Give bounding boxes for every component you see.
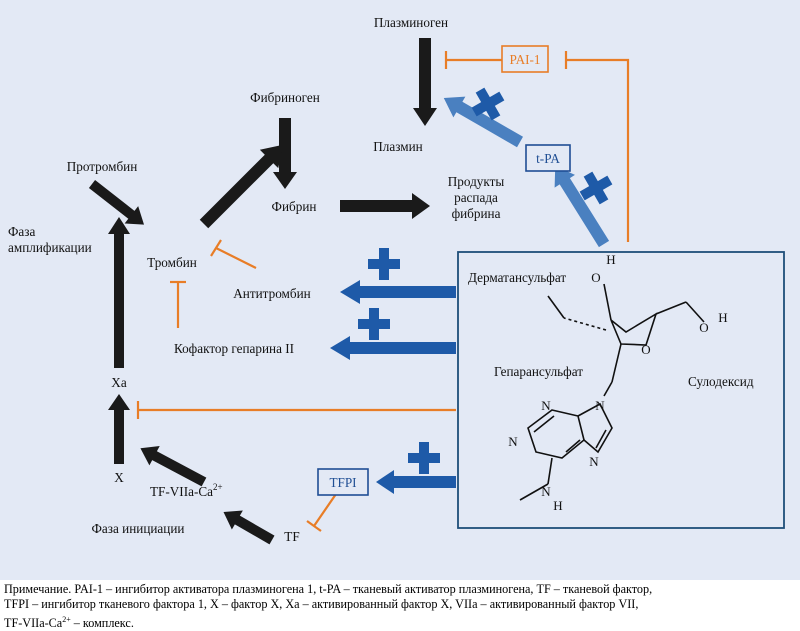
arrow-x-xa bbox=[108, 394, 130, 464]
blue-arrows bbox=[330, 280, 456, 494]
footnote-line-1: Примечание. PAI-1 – ингибитор активатора… bbox=[4, 582, 653, 596]
diagram-svg: PAI-1 t-PA TFPI bbox=[8, 15, 785, 545]
arrow-plasminogen-plasmin bbox=[413, 38, 437, 126]
antithrombin-label: Антитромбин bbox=[233, 286, 310, 301]
atom-n-amine: N bbox=[541, 484, 551, 499]
sulodexide-label: Сулодексид bbox=[688, 374, 754, 389]
prothrombin-label: Протромбин bbox=[67, 159, 138, 174]
atom-o-ring: O bbox=[641, 342, 650, 357]
plus-icon bbox=[471, 87, 505, 121]
orange-inhibitors bbox=[136, 51, 630, 532]
tf-complex-label: TF-VIIa-Ca2+ bbox=[150, 482, 223, 499]
tfpi-label: TFPI bbox=[329, 475, 356, 490]
atom-n1: N bbox=[541, 398, 551, 413]
pai1-box bbox=[501, 45, 549, 73]
atom-h-right: H bbox=[718, 310, 727, 325]
atom-h-amine: H bbox=[553, 498, 562, 513]
plus-icon bbox=[579, 171, 613, 205]
fibrinogen-label: Фибриноген bbox=[250, 90, 320, 105]
arrow-xa-thrombin bbox=[108, 217, 130, 368]
plus-icon bbox=[408, 442, 440, 474]
black-arrows bbox=[88, 38, 437, 545]
x-label: X bbox=[114, 470, 124, 485]
arrow-sulodexide-cofactor bbox=[330, 336, 456, 360]
heparin-cofactor-label: Кофактор гепарина II bbox=[174, 341, 294, 356]
coagulation-diagram: PAI-1 t-PA TFPI bbox=[0, 0, 800, 580]
atom-n3: N bbox=[508, 434, 518, 449]
fibrin-label: Фибрин bbox=[272, 199, 317, 214]
fdp-label-3: фибрина bbox=[452, 206, 501, 221]
footnote-line-2: TFPI – ингибитор тканевого фактора 1, X … bbox=[4, 597, 639, 611]
xa-label: Xa bbox=[111, 375, 127, 390]
dermatan-label: Дерматансульфат bbox=[468, 270, 566, 285]
atom-h-top: H bbox=[606, 252, 615, 267]
atom-o-top: O bbox=[591, 270, 600, 285]
arrow-sulodexide-tpa bbox=[554, 165, 610, 248]
arrow-prothrombin-thrombin bbox=[88, 180, 145, 225]
initiation-label: Фаза инициации bbox=[92, 521, 185, 536]
tfpi-box bbox=[317, 468, 369, 496]
tpa-box bbox=[525, 144, 571, 172]
arrow-tpa-plasmin bbox=[443, 96, 523, 148]
arrow-tfcomplex-x bbox=[140, 445, 207, 487]
arrow-sulodexide-tfpi bbox=[376, 470, 456, 494]
molecule-structure bbox=[519, 283, 705, 501]
footnote-line-3: TF-VIIa-Ca2+ – комплекс. bbox=[4, 615, 134, 631]
atom-n7: N bbox=[589, 454, 599, 469]
inhibit-antithrombin-thrombin bbox=[215, 247, 257, 269]
arrow-sulodexide-antithrombin bbox=[340, 280, 456, 304]
plus-icon bbox=[358, 308, 390, 340]
plasmin-label: Плазмин bbox=[373, 139, 422, 154]
fdp-label-2: распада bbox=[454, 190, 498, 205]
pai1-label: PAI-1 bbox=[509, 52, 540, 67]
tpa-arrows bbox=[443, 96, 610, 248]
arrow-fibrin-fdp bbox=[340, 193, 430, 219]
amplification-label-2: амплификации bbox=[8, 240, 92, 255]
heparan-label: Гепарансульфат bbox=[494, 364, 583, 379]
thrombin-label: Тромбин bbox=[147, 255, 197, 270]
atom-n9: N bbox=[595, 398, 605, 413]
arrow-tf-initiation bbox=[223, 510, 275, 545]
plus-icon bbox=[368, 248, 400, 280]
plasminogen-label: Плазминоген bbox=[374, 15, 448, 30]
atom-o-right: O bbox=[699, 320, 708, 335]
arrow-thrombin-fibrinogen bbox=[199, 144, 284, 229]
tf-label: TF bbox=[284, 529, 299, 544]
inhibit-tfpi-tf bbox=[313, 493, 337, 527]
sulodexide-box bbox=[457, 251, 785, 529]
tpa-label: t-PA bbox=[536, 151, 560, 166]
fdp-label-1: Продукты bbox=[448, 174, 505, 189]
arrow-fibrinogen-fibrin bbox=[273, 118, 297, 189]
amplification-label-1: Фаза bbox=[8, 224, 35, 239]
plus-signs bbox=[358, 87, 613, 474]
inhibit-sulodexide-pai1 bbox=[566, 58, 630, 242]
footnote: Примечание. PAI-1 – ингибитор активатора… bbox=[0, 580, 800, 631]
